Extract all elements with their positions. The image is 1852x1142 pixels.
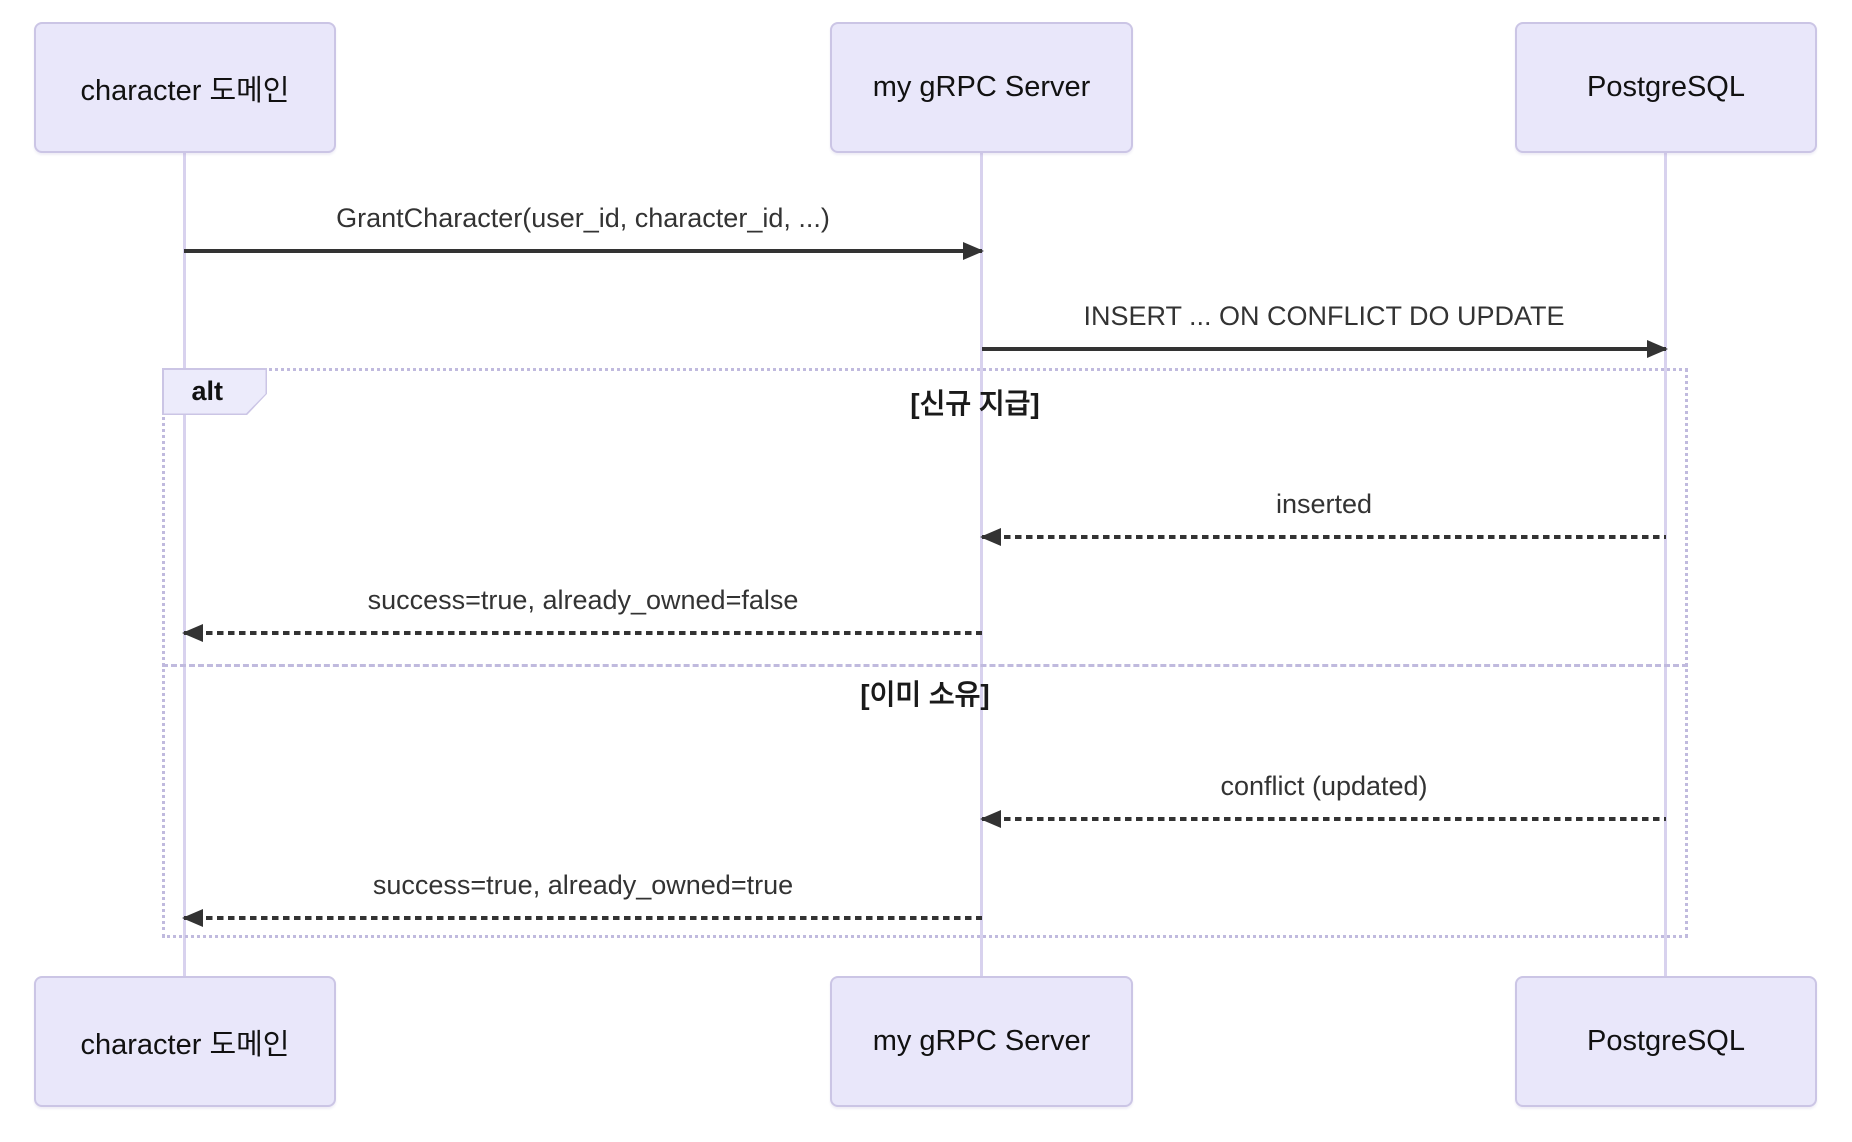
message-label-insert-upsert: INSERT ... ON CONFLICT DO UPDATE [1083,301,1565,331]
actor-label: character 도메인 [80,1028,290,1061]
message-arrow-inserted [980,527,1666,546]
message-arrow-success-new [182,623,982,642]
actor-label: my gRPC Server [872,1025,1091,1057]
arrowhead-left-icon [980,527,1001,546]
message-label-conflict-updated: conflict (updated) [1220,771,1428,801]
actor-character-domain-top: character 도메인 [34,22,336,153]
actor-postgresql-bottom: PostgreSQL [1515,976,1817,1107]
alt-frame [162,368,1688,938]
message-arrow-grant-character [184,241,984,260]
message-label-grant-character: GrantCharacter(user_id, character_id, ..… [336,203,830,233]
arrowhead-right-icon [1647,339,1668,358]
arrowhead-left-icon [182,908,203,927]
actor-label: my gRPC Server [872,71,1091,103]
arrowhead-right-icon [963,241,984,260]
actor-label: PostgreSQL [1587,1025,1745,1057]
arrowhead-left-icon [182,623,203,642]
lifeline-character-domain [183,152,186,976]
message-arrow-conflict-updated [980,809,1666,828]
actor-character-domain-bottom: character 도메인 [34,976,336,1107]
lifeline-postgresql [1664,152,1667,976]
message-label-success-owned: success=true, already_owned=true [372,870,794,900]
lifeline-grpc-server [980,152,983,976]
alt-label-tab: alt [162,368,267,415]
actor-postgresql-top: PostgreSQL [1515,22,1817,153]
message-label-success-new: success=true, already_owned=false [367,585,799,615]
alt-condition-new-grant: [신규 지급] [910,388,1040,419]
message-label-inserted: inserted [1275,489,1373,519]
actor-grpc-server-bottom: my gRPC Server [830,976,1133,1107]
actor-grpc-server-top: my gRPC Server [830,22,1133,153]
actor-label: PostgreSQL [1587,71,1745,103]
message-arrow-success-owned [182,908,982,927]
arrowhead-left-icon [980,809,1001,828]
alt-section-divider [162,664,1688,667]
alt-keyword: alt [163,369,266,414]
actor-label: character 도메인 [80,74,290,107]
alt-condition-already-owned: [이미 소유] [860,679,990,710]
message-arrow-insert-upsert [982,339,1668,358]
